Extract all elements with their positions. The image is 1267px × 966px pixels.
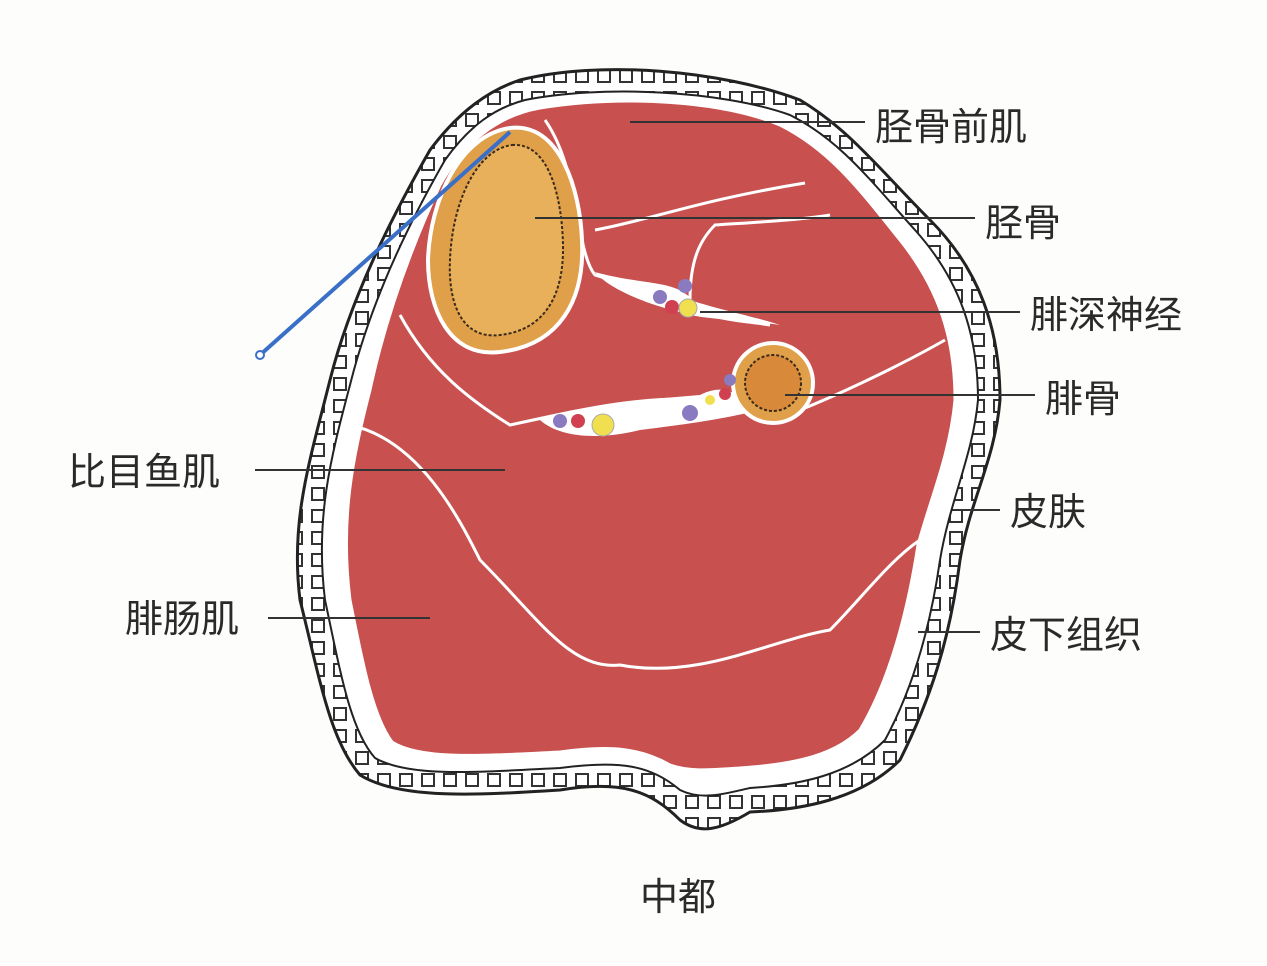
fibula-marrow [744, 354, 802, 412]
label-skin: 皮肤 [1010, 490, 1087, 534]
label-soleus: 比目鱼肌 [68, 450, 221, 494]
vessels [553, 279, 736, 437]
leader-lines [255, 121, 1035, 633]
label-deep-peroneal-nerve: 腓深神经 [1030, 293, 1183, 337]
label-tibialis-anterior: 胫骨前肌 [875, 105, 1028, 149]
label-gastrocnemius: 腓肠肌 [125, 597, 240, 641]
label-tibia: 胫骨 [985, 201, 1062, 245]
needle-handle-icon [255, 350, 265, 360]
acupuncture-needle [258, 130, 512, 357]
nerve-space [595, 272, 780, 325]
label-subcutaneous-tissue: 皮下组织 [990, 613, 1143, 657]
tibia-marrow [448, 143, 565, 337]
label-fibula: 腓骨 [1045, 377, 1122, 421]
caption-acupoint: 中都 [640, 875, 717, 919]
